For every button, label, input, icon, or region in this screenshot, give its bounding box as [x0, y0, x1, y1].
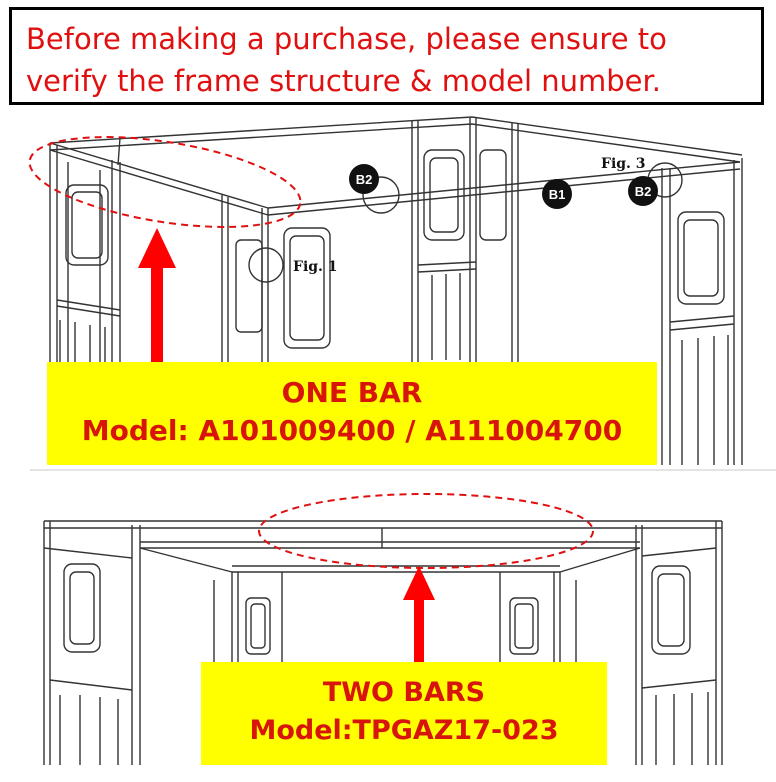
one-bar-arrow — [138, 228, 176, 362]
b2-badge-left-text: B2 — [356, 172, 373, 187]
b2-badge-right-text: B2 — [635, 184, 652, 199]
b1-badge: B1 — [542, 179, 572, 209]
notice-line-1: Before making a purchase, please ensure … — [26, 22, 667, 56]
one-bar-callout: ONE BAR Model: A101009400 / A111004700 — [47, 362, 657, 465]
two-bars-title: TWO BARS — [322, 677, 486, 708]
fig3-label: Fig. 3 — [601, 156, 646, 172]
purchase-notice-box: Before making a purchase, please ensure … — [9, 7, 764, 105]
b2-badge-left: B2 — [349, 164, 379, 194]
one-bar-highlight-ellipse — [28, 136, 302, 228]
two-bars-model: Model:TPGAZ17-023 — [249, 715, 559, 746]
notice-line-2: verify the frame structure & model numbe… — [26, 64, 661, 98]
b2-badge-right: B2 — [628, 176, 658, 206]
b1-badge-text: B1 — [549, 187, 566, 202]
two-bar-frame-drawing — [43, 520, 723, 765]
b2-joint-circle — [362, 176, 400, 214]
one-bar-model: Model: A101009400 / A111004700 — [81, 414, 623, 447]
fig1-label: Fig. 1 — [293, 259, 338, 275]
two-bar-highlight-ellipse — [258, 493, 594, 569]
one-bar-title: ONE BAR — [281, 376, 423, 409]
fig1-circle — [248, 247, 284, 283]
two-bars-callout: TWO BARS Model:TPGAZ17-023 — [201, 662, 607, 765]
two-bar-arrow — [403, 566, 435, 662]
